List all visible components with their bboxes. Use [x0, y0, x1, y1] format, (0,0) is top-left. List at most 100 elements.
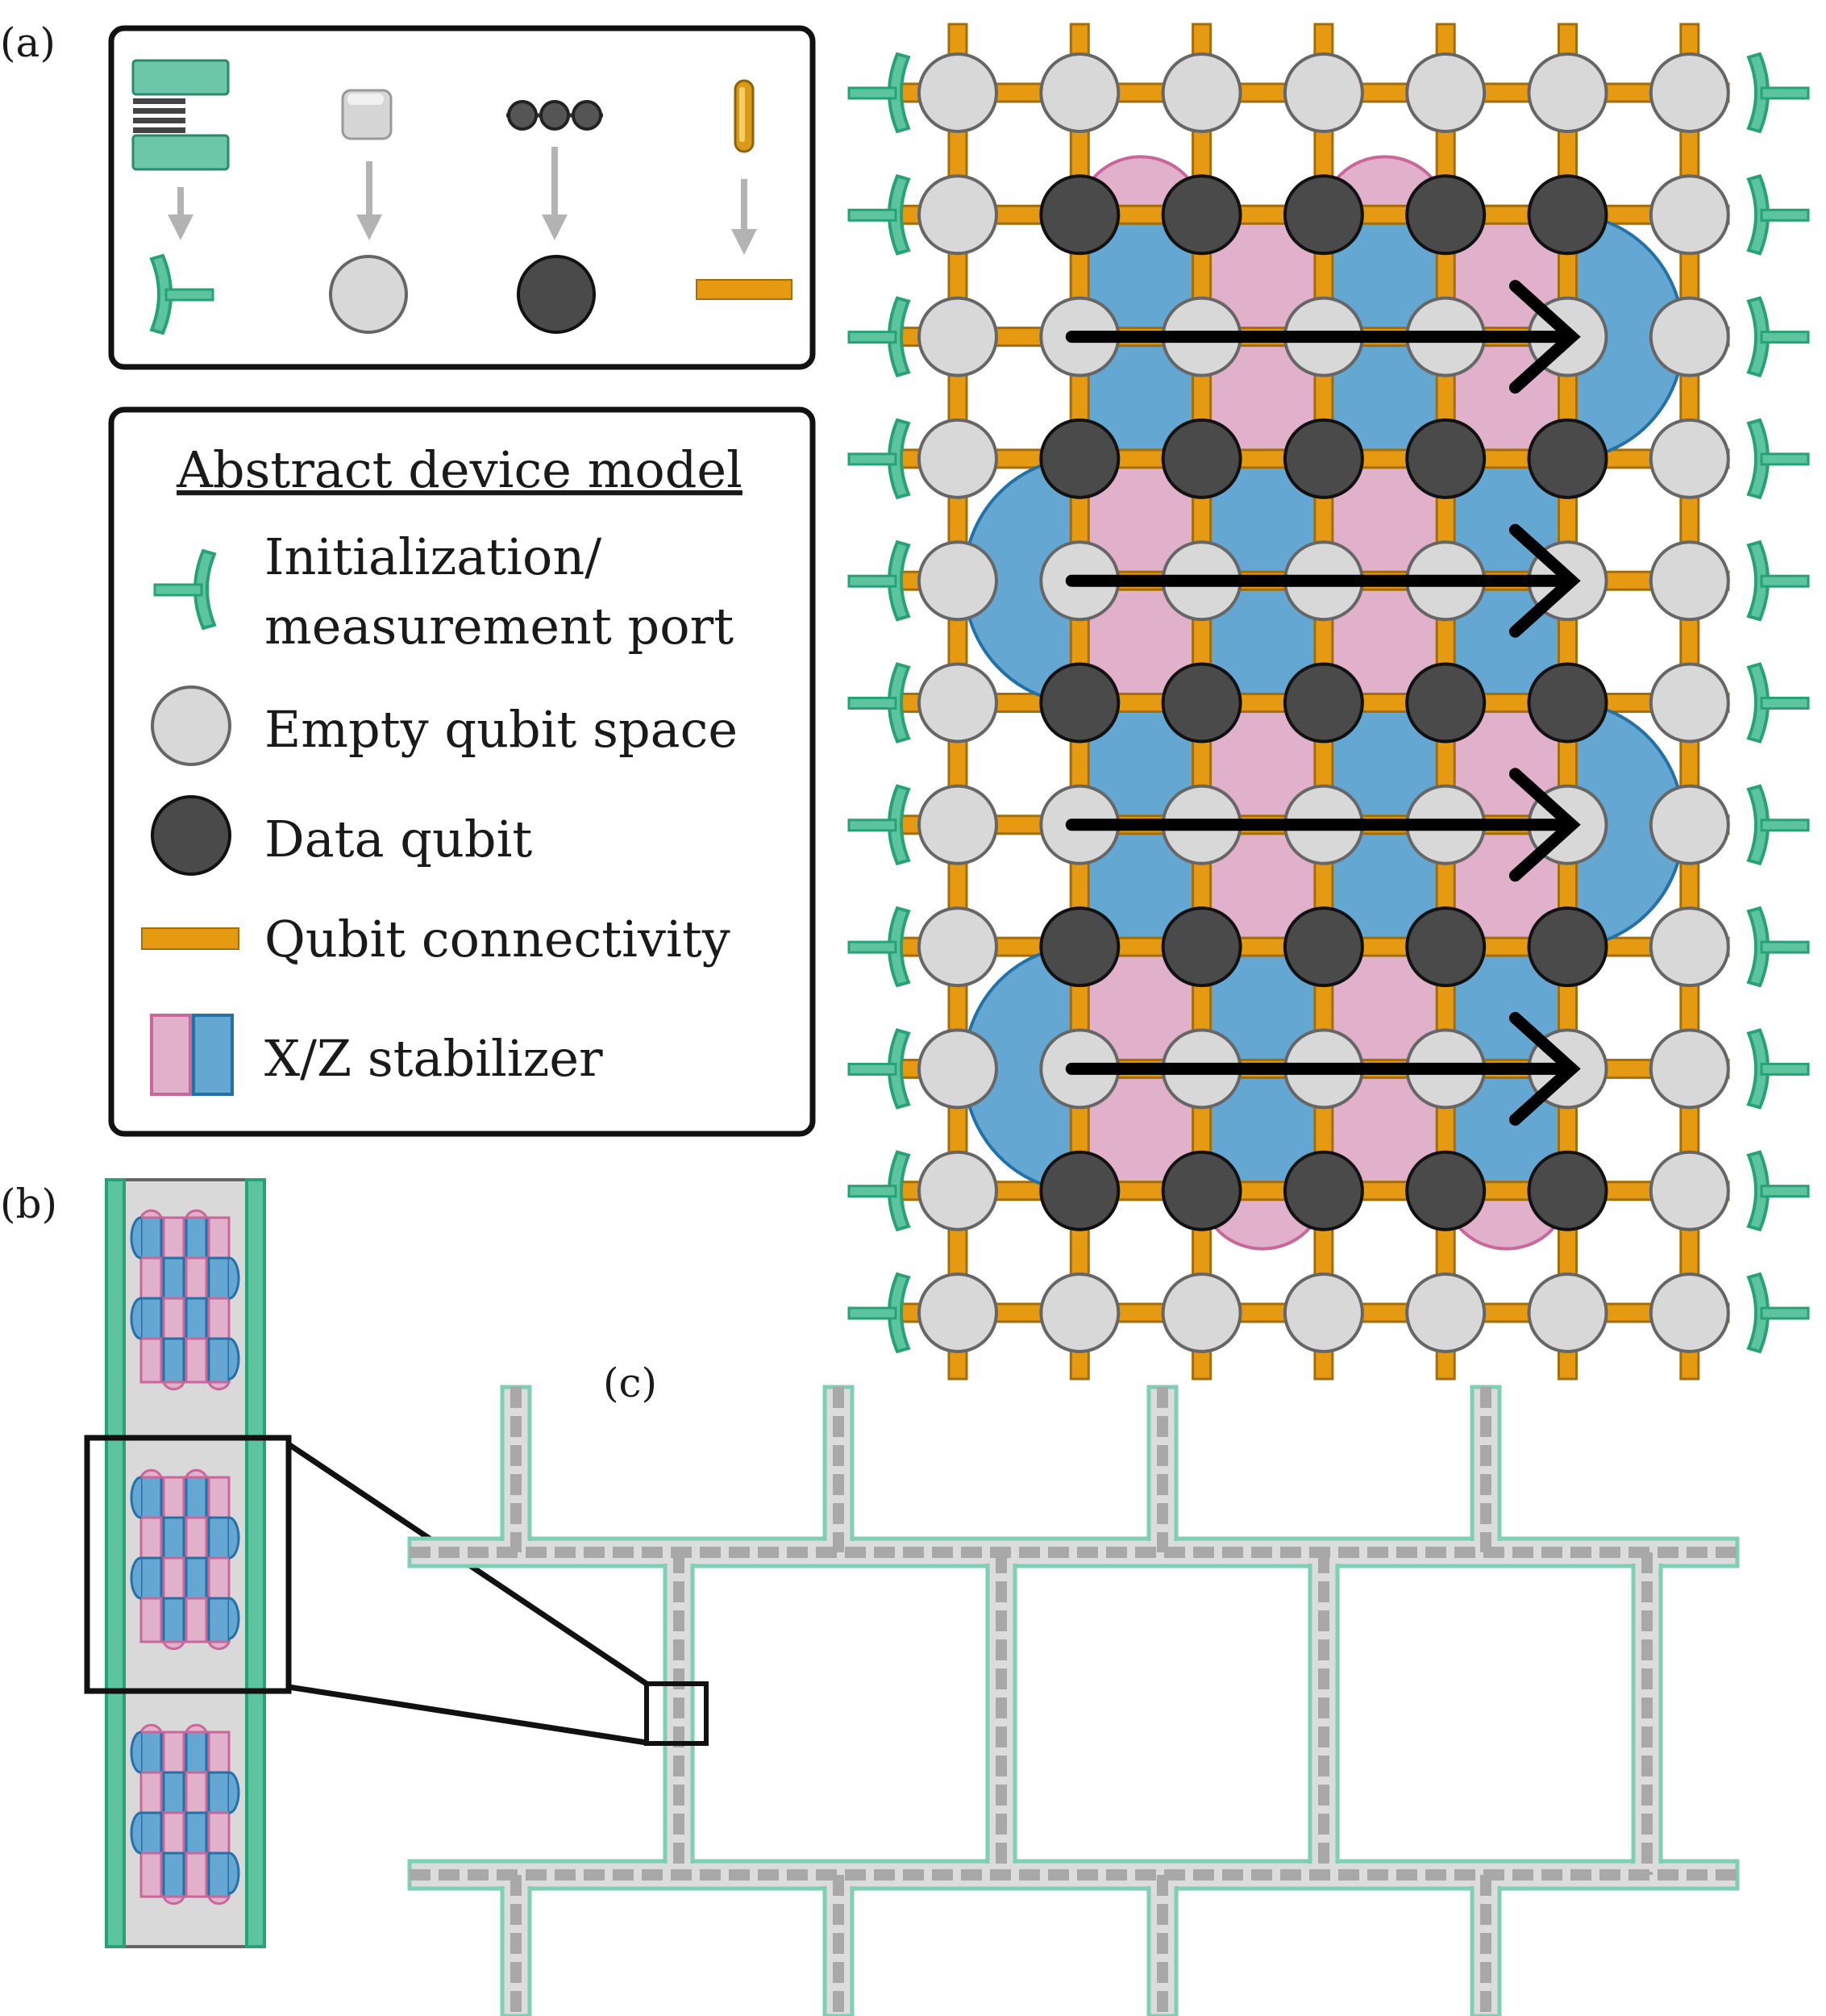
- empty-qubit: [1649, 1028, 1730, 1110]
- transport-arrow-head: [1509, 280, 1581, 394]
- legend-empty-icon: [151, 685, 231, 766]
- channel-fill: [827, 1389, 850, 1550]
- x-boundary-stabilizer: [184, 1209, 209, 1219]
- data-qubit: [1039, 662, 1121, 744]
- x-stabilizer: [139, 1337, 163, 1384]
- x-stabilizer: [139, 1516, 163, 1563]
- empty-qubit: [1649, 418, 1730, 499]
- data-qubit: [1405, 418, 1487, 499]
- legend-stabilizer-label: X/Z stabilizer: [264, 1029, 603, 1088]
- qubit-grid: [847, 23, 1810, 1381]
- x-boundary-stabilizer: [206, 1381, 231, 1391]
- x-stabilizer: [185, 1256, 208, 1303]
- mapping-box: [108, 25, 816, 370]
- abstract-link-icon: [696, 279, 792, 300]
- port-icon: [1746, 173, 1810, 256]
- z-stabilizer: [162, 1851, 185, 1898]
- z-boundary-stabilizer: [130, 1556, 142, 1600]
- x-boundary-stabilizer: [184, 1468, 209, 1479]
- data-qubit: [1161, 1150, 1242, 1231]
- z-stabilizer: [139, 1731, 163, 1777]
- empty-site-chip-icon: [341, 89, 393, 140]
- channel-fill: [1475, 1389, 1497, 1550]
- x-boundary-stabilizer: [161, 1381, 186, 1391]
- z-boundary-stabilizer: [228, 1771, 240, 1814]
- legend-connectivity-label: Qubit connectivity: [264, 910, 730, 968]
- empty-qubit: [917, 540, 998, 622]
- z-stabilizer: [185, 1476, 208, 1522]
- x-stabilizer: [207, 1297, 231, 1343]
- z-stabilizer: [162, 1256, 185, 1303]
- port-icon: [1746, 418, 1810, 500]
- channel-fill: [505, 1389, 527, 1550]
- z-boundary-stabilizer: [130, 1811, 142, 1855]
- empty-qubit: [1283, 52, 1364, 133]
- z-stabilizer: [162, 1337, 185, 1384]
- x-stabilizer: [162, 1556, 185, 1603]
- z-stabilizer: [207, 1337, 231, 1384]
- x-boundary-stabilizer: [161, 1640, 186, 1651]
- data-qubit: [1283, 418, 1364, 499]
- z-stabilizer: [139, 1297, 163, 1343]
- ports: [847, 52, 1810, 1354]
- empty-qubit: [1649, 296, 1730, 377]
- zoom-box-large: [84, 1435, 292, 1694]
- z-stabilizer: [139, 1216, 163, 1263]
- channels: [407, 1385, 1740, 2016]
- x-stabilizer: [139, 1256, 163, 1303]
- z-boundary-stabilizer: [130, 1216, 142, 1260]
- x-stabilizer: [139, 1597, 163, 1643]
- z-stabilizer: [185, 1297, 208, 1343]
- z-stabilizer: [185, 1216, 208, 1263]
- legend-z-stabilizer-icon: [192, 1014, 234, 1096]
- empty-qubit: [1649, 174, 1730, 256]
- z-stabilizer: [162, 1771, 185, 1818]
- empty-qubit: [1405, 52, 1487, 133]
- panel-label-c: (c): [603, 1360, 657, 1406]
- empty-qubit: [1283, 1272, 1364, 1353]
- x-boundary-stabilizer: [139, 1209, 164, 1219]
- data-qubit: [1161, 418, 1242, 499]
- data-qubit: [1039, 906, 1121, 988]
- x-stabilizer: [207, 1731, 231, 1777]
- port-icon: [847, 1272, 911, 1354]
- port-icon: [847, 539, 911, 622]
- x-boundary-stabilizer: [184, 1723, 209, 1734]
- trap-electrode-icon: [131, 59, 230, 171]
- data-qubit: [1405, 662, 1487, 744]
- x-boundary-stabilizer: [139, 1468, 164, 1479]
- port-icon: [1746, 662, 1810, 744]
- x-stabilizer: [185, 1771, 208, 1818]
- x-stabilizer: [207, 1216, 231, 1263]
- empty-qubit: [1649, 662, 1730, 744]
- empty-qubit: [1649, 1272, 1730, 1353]
- port-icon: [847, 1027, 911, 1110]
- empty-qubit: [917, 784, 998, 865]
- legend-port-icon: [153, 548, 217, 631]
- z-boundary-stabilizer: [130, 1297, 142, 1340]
- x-stabilizer: [185, 1337, 208, 1384]
- channel-dashes: [410, 1387, 1737, 2016]
- channel-fill: [412, 1864, 1735, 1886]
- data-qubit: [1527, 174, 1608, 256]
- z-boundary-stabilizer: [228, 1851, 240, 1895]
- panel-label-b: (b): [0, 1181, 57, 1227]
- empty-qubit: [1161, 52, 1242, 133]
- legend-box: Abstract device model Initialization/ me…: [108, 406, 816, 1137]
- legend-title: Abstract device model: [176, 440, 742, 499]
- data-qubit: [1039, 1150, 1121, 1231]
- channel-network: [407, 1385, 1740, 2016]
- empty-qubit: [1405, 1272, 1487, 1353]
- empty-qubit: [917, 906, 998, 988]
- transport-arrow-head: [1509, 768, 1581, 882]
- data-qubit: [1161, 906, 1242, 988]
- legend-connectivity-icon: [141, 927, 239, 950]
- data-qubit: [1527, 1150, 1608, 1231]
- z-boundary-stabilizer: [228, 1256, 240, 1300]
- x-stabilizer: [139, 1771, 163, 1818]
- channel-fill: [1151, 1389, 1174, 1550]
- empty-qubit: [917, 296, 998, 377]
- x-boundary-stabilizer: [206, 1640, 231, 1651]
- legend-port-label-line1: Initialization/: [264, 527, 601, 586]
